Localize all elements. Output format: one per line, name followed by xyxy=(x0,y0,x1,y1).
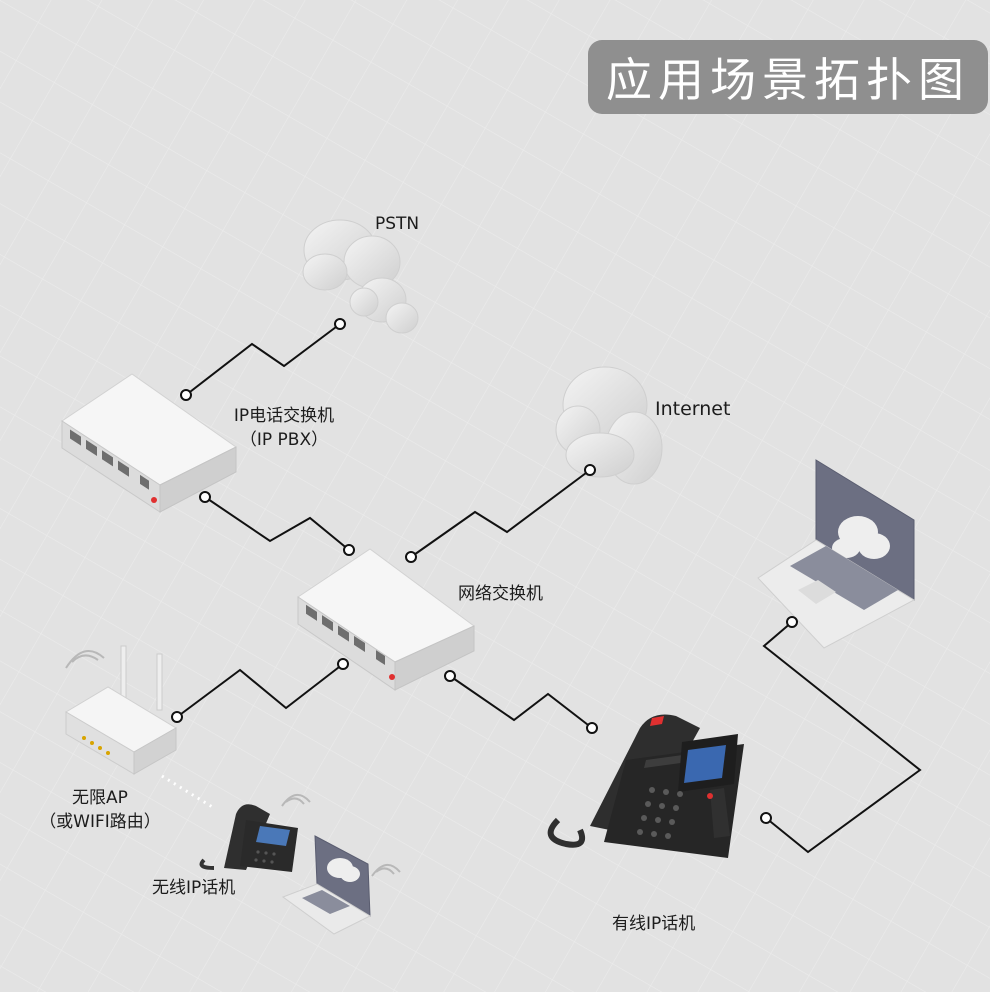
ip-pbx-device-icon xyxy=(61,373,237,513)
page-title: 应用场景拓扑图 xyxy=(588,40,988,114)
wireless-phone-label: 无线IP话机 xyxy=(152,878,236,898)
wired-phone-label: 有线IP话机 xyxy=(612,914,696,934)
link-switch-ap xyxy=(176,663,344,718)
ip-pbx-label-line2: （IP PBX） xyxy=(239,430,329,450)
link-phone-laptop xyxy=(762,621,922,854)
ip-pbx-label-line1: IP电话交换机 xyxy=(233,406,335,426)
ip-pbx-label: IP电话交换机 （IP PBX） xyxy=(214,404,354,452)
wireless-ap-label: 无限AP （或WIFI路由） xyxy=(30,786,170,834)
network-switch-icon xyxy=(297,548,475,691)
network-links xyxy=(176,323,922,854)
wireless-phone-icon xyxy=(199,794,311,872)
pstn-label: PSTN xyxy=(375,214,420,234)
network-switch-label: 网络交换机 xyxy=(458,584,543,604)
link-pbx-pstn xyxy=(185,323,341,396)
link-switch-phone xyxy=(449,675,593,729)
link-switch-internet xyxy=(410,469,591,558)
link-endpoints xyxy=(171,318,798,824)
small-laptop-icon xyxy=(281,835,401,935)
link-pbx-switch xyxy=(204,496,350,551)
internet-cloud-icon xyxy=(555,366,663,485)
pstn-cloud-icon xyxy=(302,219,419,334)
wired-phone-icon xyxy=(547,714,744,858)
large-laptop-icon xyxy=(757,459,916,649)
wireless-ap-label-line1: 无限AP xyxy=(72,788,128,808)
internet-label: Internet xyxy=(655,398,731,420)
wireless-ap-label-line2: （或WIFI路由） xyxy=(39,812,161,832)
wireless-link xyxy=(161,774,215,810)
wireless-ap-icon xyxy=(65,645,177,775)
